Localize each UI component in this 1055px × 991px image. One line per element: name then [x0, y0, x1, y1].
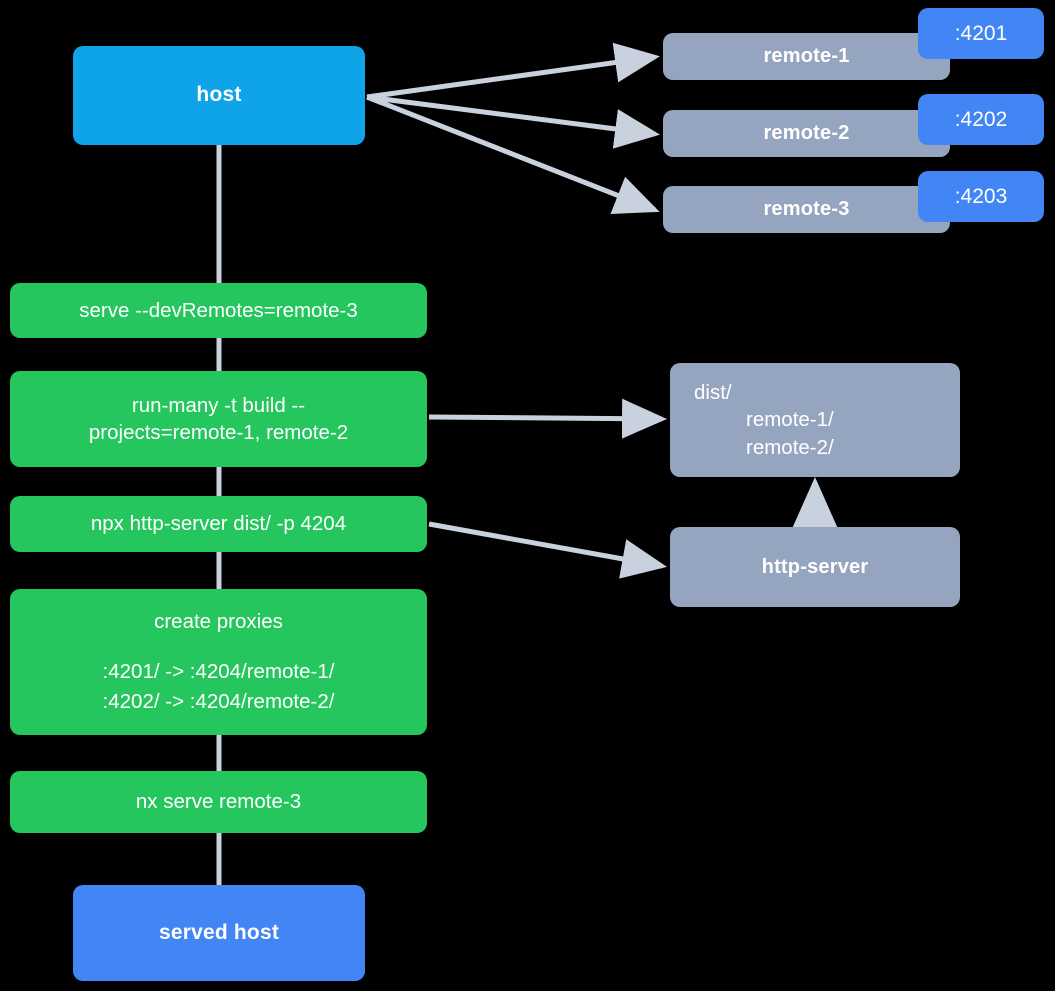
node-dist-child-remote-2: remote-2/ — [746, 435, 834, 459]
node-command-run-many[interactable]: run-many -t build -- projects=remote-1, … — [10, 371, 427, 467]
node-http-server[interactable]: http-server — [670, 527, 960, 607]
badge-remote-2-port: :4202 — [918, 94, 1044, 145]
node-remote-2[interactable]: remote-2 — [663, 110, 950, 157]
edge-host-to-remote-3 — [366, 94, 660, 215]
node-command-run-many-line-2: projects=remote-1, remote-2 — [88, 421, 349, 444]
badge-remote-1-port: :4201 — [918, 8, 1044, 59]
node-command-create-proxies[interactable]: create proxies :4201/ -> :4204/remote-1/… — [10, 589, 427, 735]
badge-remote-2-port-label: :4202 — [954, 107, 1008, 131]
node-command-run-many-line-1: run-many -t build -- — [131, 393, 306, 417]
badge-remote-1-port-label: :4201 — [954, 21, 1008, 45]
badge-remote-3-port: :4203 — [918, 171, 1044, 222]
badge-remote-3-port-label: :4203 — [954, 184, 1008, 208]
edge-host-to-remote-1 — [366, 42, 660, 100]
node-host-label: host — [196, 83, 242, 107]
node-http-server-label: http-server — [761, 555, 869, 578]
node-command-nx-serve-label: nx serve remote-3 — [135, 790, 302, 814]
node-dist-folder[interactable]: dist/ remote-1/ remote-2/ — [670, 363, 960, 477]
node-dist-root-label: dist/ — [694, 380, 732, 404]
node-dist-child-remote-1: remote-1/ — [746, 408, 834, 432]
node-served-host-label: served host — [158, 920, 280, 944]
node-served-host[interactable]: served host — [73, 885, 365, 981]
node-remote-3-label: remote-3 — [763, 198, 850, 221]
node-remote-1-label: remote-1 — [763, 45, 850, 68]
node-host[interactable]: host — [73, 46, 365, 145]
node-command-create-proxies-mapping-1: :4201/ -> :4204/remote-1/ — [102, 660, 335, 684]
node-command-npx-http-server[interactable]: npx http-server dist/ -p 4204 — [10, 496, 427, 552]
edge-host-to-remote-2 — [366, 94, 660, 149]
node-command-npx-http-server-label: npx http-server dist/ -p 4204 — [90, 512, 347, 536]
node-remote-2-label: remote-2 — [763, 122, 850, 145]
edge-run-many-to-dist — [428, 398, 667, 439]
edge-http-server-cmd-to-http-server — [428, 521, 667, 579]
node-command-serve[interactable]: serve --devRemotes=remote-3 — [10, 283, 427, 338]
node-command-nx-serve[interactable]: nx serve remote-3 — [10, 771, 427, 833]
node-command-serve-label: serve --devRemotes=remote-3 — [79, 298, 358, 322]
node-command-create-proxies-title: create proxies — [154, 609, 283, 633]
node-remote-1[interactable]: remote-1 — [663, 33, 950, 80]
node-command-create-proxies-mapping-2: :4202/ -> :4204/remote-2/ — [102, 689, 335, 713]
node-remote-3[interactable]: remote-3 — [663, 186, 950, 233]
